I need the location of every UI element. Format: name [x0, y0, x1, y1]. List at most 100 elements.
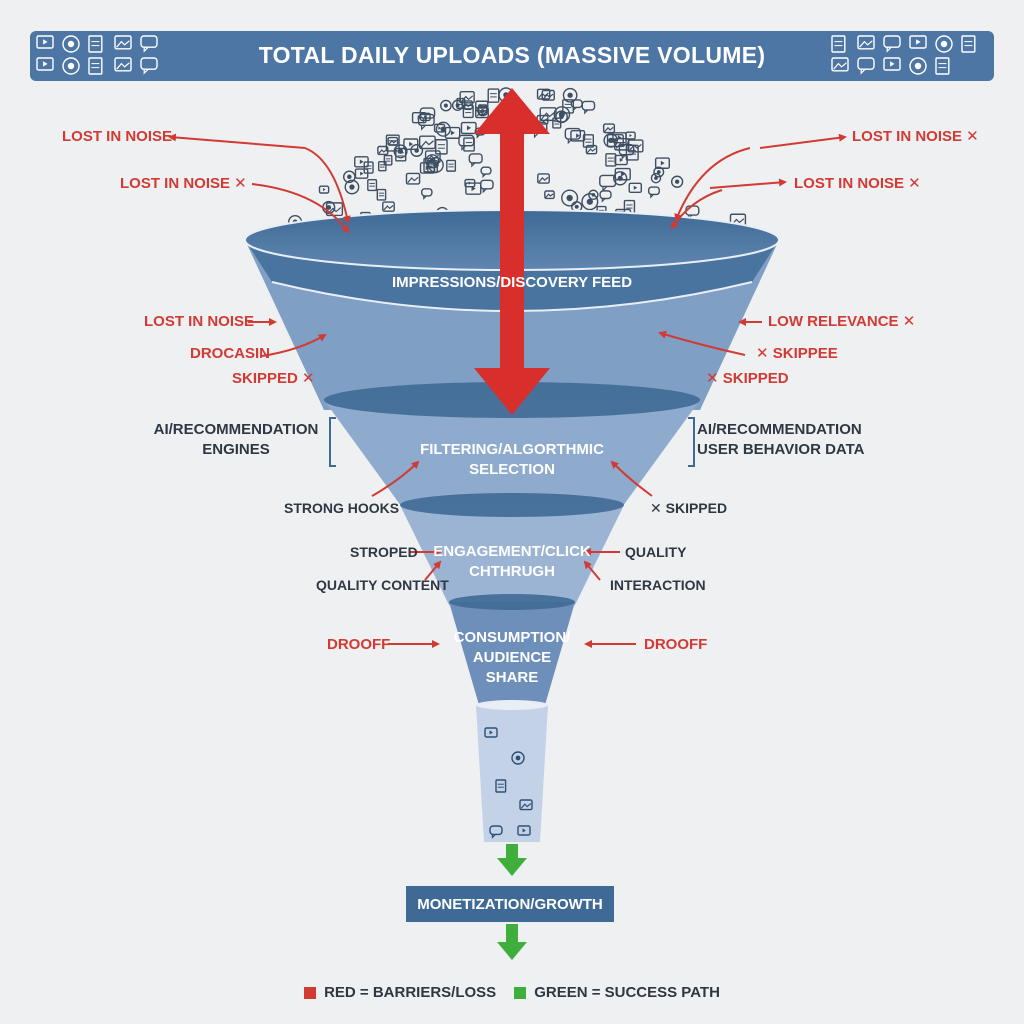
upload-item-icon	[376, 188, 387, 201]
label-quality-content: QUALITY CONTENT	[316, 577, 449, 593]
mail-icon	[140, 57, 158, 75]
label-ai-user-behavior-line-1: AI/RECOMMENDATION	[697, 421, 862, 438]
upload-item-icon	[393, 144, 408, 159]
monetization-box: MONETIZATION/GROWTH	[406, 886, 614, 922]
spout-content-icon	[489, 825, 503, 839]
success-arrow-2	[497, 924, 527, 960]
spout-content-icon	[519, 799, 533, 811]
upload-item-icon	[613, 171, 628, 186]
upload-item-icon	[562, 87, 578, 103]
funnel-section-filtering	[324, 400, 700, 510]
upload-item-icon	[419, 107, 436, 124]
upload-item-icon	[647, 186, 660, 199]
person-icon	[831, 57, 849, 72]
upload-item-icon	[625, 131, 636, 140]
stage-consumption-line-1: CONSUMPTION/	[453, 629, 571, 646]
stage-consumption-line-3: SHARE	[485, 669, 539, 686]
funnel-spout	[476, 705, 548, 842]
profile-icon	[909, 35, 927, 49]
upload-item-icon	[480, 179, 494, 194]
upload-item-icon	[653, 166, 665, 178]
share-icon	[857, 57, 875, 75]
upload-item-icon	[354, 168, 369, 179]
upload-item-icon	[444, 126, 461, 139]
label-lost-in-noise-left-3: LOST IN NOISE	[144, 313, 255, 330]
upload-item-icon	[628, 182, 642, 194]
label-drooff-left: DROOFF	[327, 636, 391, 653]
play-icon	[909, 57, 927, 75]
stage-engagement-line-2: CHTHRUGH	[469, 563, 555, 580]
stage-consumption-line-2: AUDIENCE	[472, 649, 552, 666]
upload-item-icon	[410, 144, 424, 157]
upload-item-icon	[627, 139, 644, 153]
bracket-right	[688, 417, 695, 467]
label-skipped-right: ✕ SKIPPED	[706, 370, 789, 387]
label-lost-in-noise-left-1: LOST IN NOISE	[62, 128, 173, 145]
upload-item-icon	[561, 189, 579, 207]
upload-item-icon	[458, 134, 475, 151]
label-strong-hooks: STRONG HOOKS	[284, 500, 400, 516]
upload-item-icon	[537, 173, 550, 184]
upload-item-icon	[383, 154, 393, 166]
stage-engagement-line-1: ENGAGEMENT/CLICK	[433, 543, 591, 560]
stage-consumption: CONSUMPTION/ AUDIENCE SHARE	[432, 628, 592, 688]
spout-content-icon	[517, 825, 531, 836]
label-ai-user-behavior: AI/RECOMMENDATION USER BEHAVIOR DATA	[697, 420, 865, 460]
location-icon	[62, 57, 80, 75]
upload-item-icon	[367, 178, 378, 192]
music-icon	[961, 35, 976, 53]
upload-item-icon	[465, 182, 482, 195]
upload-item-icon	[599, 190, 612, 203]
upload-item-icon	[433, 123, 446, 133]
upload-item-icon	[420, 188, 433, 200]
upload-item-icon	[570, 129, 586, 142]
upload-item-icon	[614, 154, 628, 166]
label-skipped-right-2: ✕ SKIPPED	[650, 499, 727, 517]
upload-item-icon	[456, 97, 466, 109]
stage-engagement: ENGAGEMENT/CLICK CHTHRUGH	[412, 542, 612, 582]
document-icon	[857, 35, 875, 50]
label-ai-engines: AI/RECOMMENDATION ENGINES	[150, 420, 322, 460]
chart-icon	[935, 57, 950, 75]
upload-item-icon	[606, 134, 624, 148]
upload-item-icon	[602, 123, 616, 134]
spout-content-icon	[484, 727, 498, 738]
stage-impressions: IMPRESSIONS/DISCOVERY FEED	[312, 273, 712, 293]
stage-filtering-line-1: FILTERING/ALGORTHMIC	[420, 441, 604, 458]
upload-item-icon	[541, 89, 555, 101]
upload-item-icon	[318, 185, 330, 194]
label-skipped-left: SKIPPED ✕	[232, 370, 315, 387]
upload-item-icon	[480, 166, 492, 179]
barrier-arrows	[168, 133, 847, 648]
spout-content-icon	[495, 779, 507, 793]
spout-icons	[484, 727, 533, 839]
upload-item-icon	[623, 199, 636, 214]
upload-item-icon	[605, 153, 617, 167]
consumption-layer-rim	[449, 594, 575, 610]
list-icon	[935, 35, 953, 53]
funnel-section-consumption	[449, 602, 575, 705]
chat-icon	[114, 35, 132, 50]
gear-icon	[62, 35, 80, 53]
legend-red-label: RED = BARRIERS/LOSS	[324, 984, 497, 1001]
upload-item-icon	[382, 201, 395, 212]
label-skippee: ✕ SKIPPEE	[756, 345, 838, 362]
upload-item-icon	[435, 139, 448, 155]
video-icon	[883, 57, 901, 71]
upload-item-icon	[403, 138, 419, 151]
upload-item-icon	[564, 127, 582, 145]
label-lost-in-noise-right-1: LOST IN NOISE ✕	[852, 128, 979, 145]
banner-icons-right	[831, 35, 976, 75]
label-ai-engines-line-2: ENGINES	[202, 441, 270, 458]
stage-filtering: FILTERING/ALGORTHMIC SELECTION	[362, 440, 662, 480]
upload-item-icon	[344, 179, 360, 195]
video-icon	[36, 35, 54, 49]
camera-icon	[831, 35, 846, 53]
upload-item-icon	[581, 100, 596, 115]
upload-item-icon	[585, 144, 598, 155]
link-icon	[88, 57, 103, 75]
upload-item-icon	[582, 134, 595, 148]
title-banner	[30, 31, 994, 81]
upload-item-icon	[424, 150, 441, 164]
